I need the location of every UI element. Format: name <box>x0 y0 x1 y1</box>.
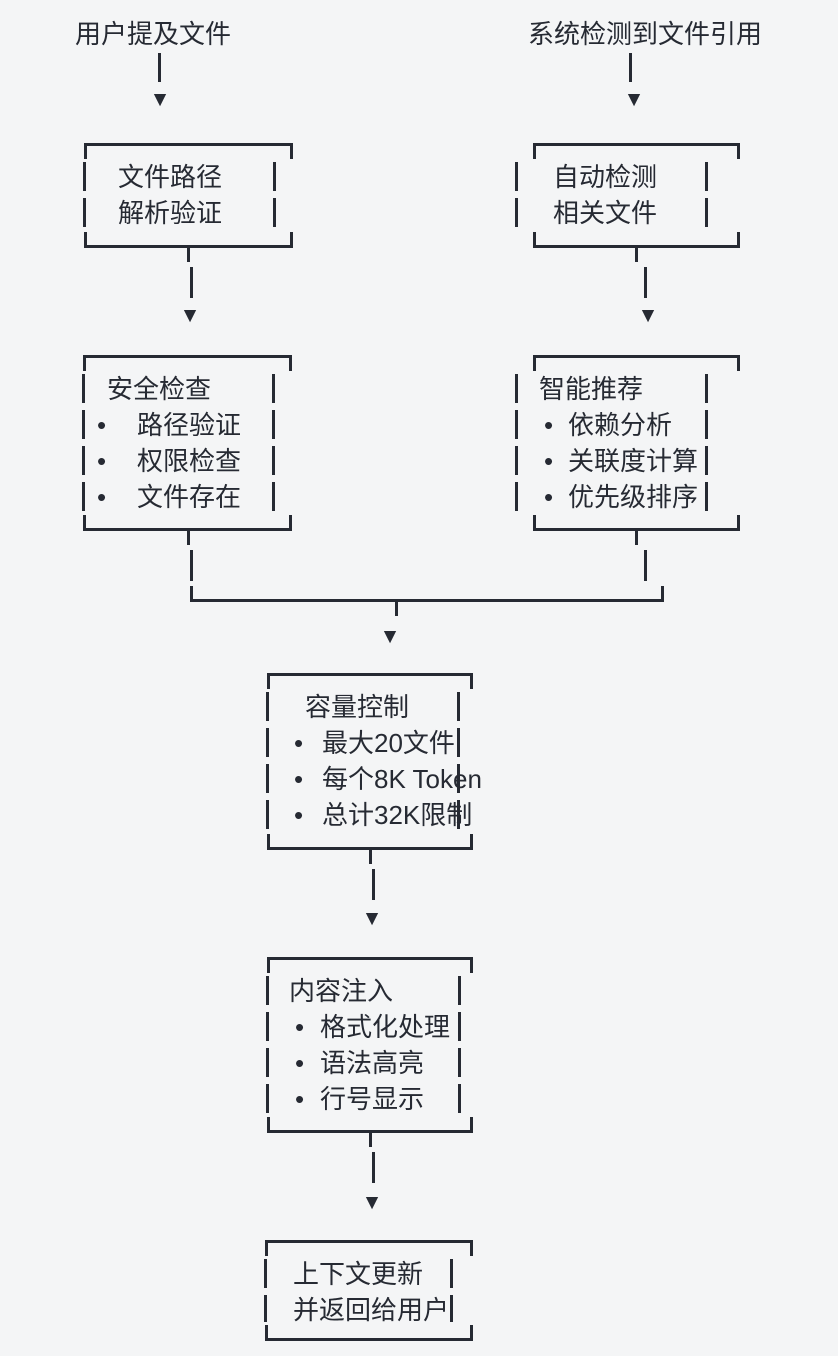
node-title: 安全检查 <box>107 374 212 404</box>
side-dashes-left <box>83 162 86 229</box>
start-label-user-mention: 用户提及文件 <box>75 19 232 49</box>
side-dashes-left <box>515 374 518 512</box>
side-dashes-left <box>264 1259 267 1322</box>
node-line: 并返回给用户 <box>293 1295 450 1325</box>
bullet-item: 权限检查 <box>137 446 242 476</box>
bullet-item: 路径验证 <box>137 410 242 440</box>
connector-line <box>644 550 647 581</box>
start-label-system-detect: 系统检测到文件引用 <box>528 19 763 49</box>
bullet-item: 关联度计算 <box>568 446 699 476</box>
connector-line <box>635 531 638 545</box>
bullet-item: 依赖分析 <box>568 410 673 440</box>
bullet-icon: • <box>294 764 304 794</box>
bullet-item: 最大20文件 <box>322 728 455 758</box>
connector-line <box>644 267 647 298</box>
node-security-check: 安全检查 • 路径验证 • 权限检查 • 文件存在 <box>82 355 292 531</box>
node-line: 相关文件 <box>553 198 658 228</box>
connector-line <box>661 586 664 601</box>
arrow-down-icon: ▼ <box>361 1191 383 1214</box>
node-title: 容量控制 <box>305 692 410 722</box>
side-dashes-right <box>273 162 276 229</box>
connector-line <box>629 53 632 82</box>
bullet-item: 每个8K Token <box>322 764 482 794</box>
connector-line <box>187 531 190 545</box>
bullet-item: 总计32K限制 <box>322 800 473 830</box>
bullet-icon: • <box>97 482 107 512</box>
node-line: 上下文更新 <box>293 1259 424 1289</box>
node-capacity-control: 容量控制 • 最大20文件 • 每个8K Token • 总计32K限制 <box>266 673 482 850</box>
side-dashes-right <box>450 1259 453 1322</box>
node-line: • 文件存在 <box>83 479 292 515</box>
merge-line <box>190 599 664 602</box>
node-line: • 最大20文件 <box>267 725 473 761</box>
node-line: • 关联度计算 <box>533 443 740 479</box>
connector-line <box>158 53 161 82</box>
node-line: • 路径验证 <box>83 407 292 443</box>
arrow-down-icon: ▼ <box>379 625 401 648</box>
node-line: • 每个8K Token <box>267 761 482 797</box>
bullet-icon: • <box>544 410 554 440</box>
node-line: • 依赖分析 <box>533 407 740 443</box>
connector-line <box>187 248 190 262</box>
node-line: • 语法高亮 <box>267 1045 473 1081</box>
connector-line <box>190 550 193 581</box>
node-line: 自动检测 <box>553 162 658 192</box>
side-dashes-right <box>458 976 461 1114</box>
node-line: 解析验证 <box>118 198 223 228</box>
bullet-icon: • <box>294 800 304 830</box>
connector-line <box>190 267 193 298</box>
node-line: • 权限检查 <box>83 443 292 479</box>
side-dashes-left <box>515 162 518 229</box>
connector-line <box>369 850 372 864</box>
node-title: 智能推荐 <box>539 374 644 404</box>
node-title: 内容注入 <box>289 976 394 1006</box>
connector-line <box>635 248 638 262</box>
node-line: 文件路径 <box>118 162 223 192</box>
connector-line <box>372 1152 375 1183</box>
side-dashes-right <box>457 692 460 831</box>
node-line: • 总计32K限制 <box>267 797 473 833</box>
connector-line <box>395 602 398 616</box>
node-line: • 行号显示 <box>267 1081 473 1117</box>
node-auto-detect: 自动检测 相关文件 <box>515 143 740 248</box>
arrow-down-icon: ▼ <box>637 304 659 327</box>
bullet-item: 文件存在 <box>137 482 242 512</box>
node-line: • 优先级排序 <box>533 479 740 515</box>
bullet-icon: • <box>294 728 304 758</box>
connector-line <box>369 1133 372 1147</box>
bullet-item: 优先级排序 <box>568 482 699 512</box>
side-dashes-right <box>705 374 708 512</box>
bullet-item: 行号显示 <box>320 1084 425 1114</box>
connector-line <box>190 586 193 601</box>
bullet-icon: • <box>544 446 554 476</box>
arrow-down-icon: ▼ <box>179 304 201 327</box>
bullet-item: 格式化处理 <box>320 1012 451 1042</box>
node-context-update: 上下文更新 并返回给用户 <box>264 1240 473 1341</box>
arrow-down-icon: ▼ <box>149 88 171 111</box>
side-dashes-right <box>705 162 708 229</box>
bullet-icon: • <box>97 410 107 440</box>
node-content-inject: 内容注入 • 格式化处理 • 语法高亮 • 行号显示 <box>266 957 473 1133</box>
bullet-item: 语法高亮 <box>320 1048 425 1078</box>
bullet-icon: • <box>295 1084 305 1114</box>
side-dashes-right <box>272 374 275 512</box>
node-file-path: 文件路径 解析验证 <box>83 143 293 248</box>
bullet-icon: • <box>97 446 107 476</box>
side-dashes-left <box>266 976 269 1114</box>
bullet-icon: • <box>295 1012 305 1042</box>
side-dashes-left <box>266 692 269 831</box>
bullet-icon: • <box>544 482 554 512</box>
connector-line <box>372 869 375 900</box>
bullet-icon: • <box>295 1048 305 1078</box>
node-smart-recommend: 智能推荐 • 依赖分析 • 关联度计算 • 优先级排序 <box>515 355 740 531</box>
arrow-down-icon: ▼ <box>361 907 383 930</box>
node-line: • 格式化处理 <box>267 1009 473 1045</box>
side-dashes-left <box>82 374 85 512</box>
arrow-down-icon: ▼ <box>623 88 645 111</box>
